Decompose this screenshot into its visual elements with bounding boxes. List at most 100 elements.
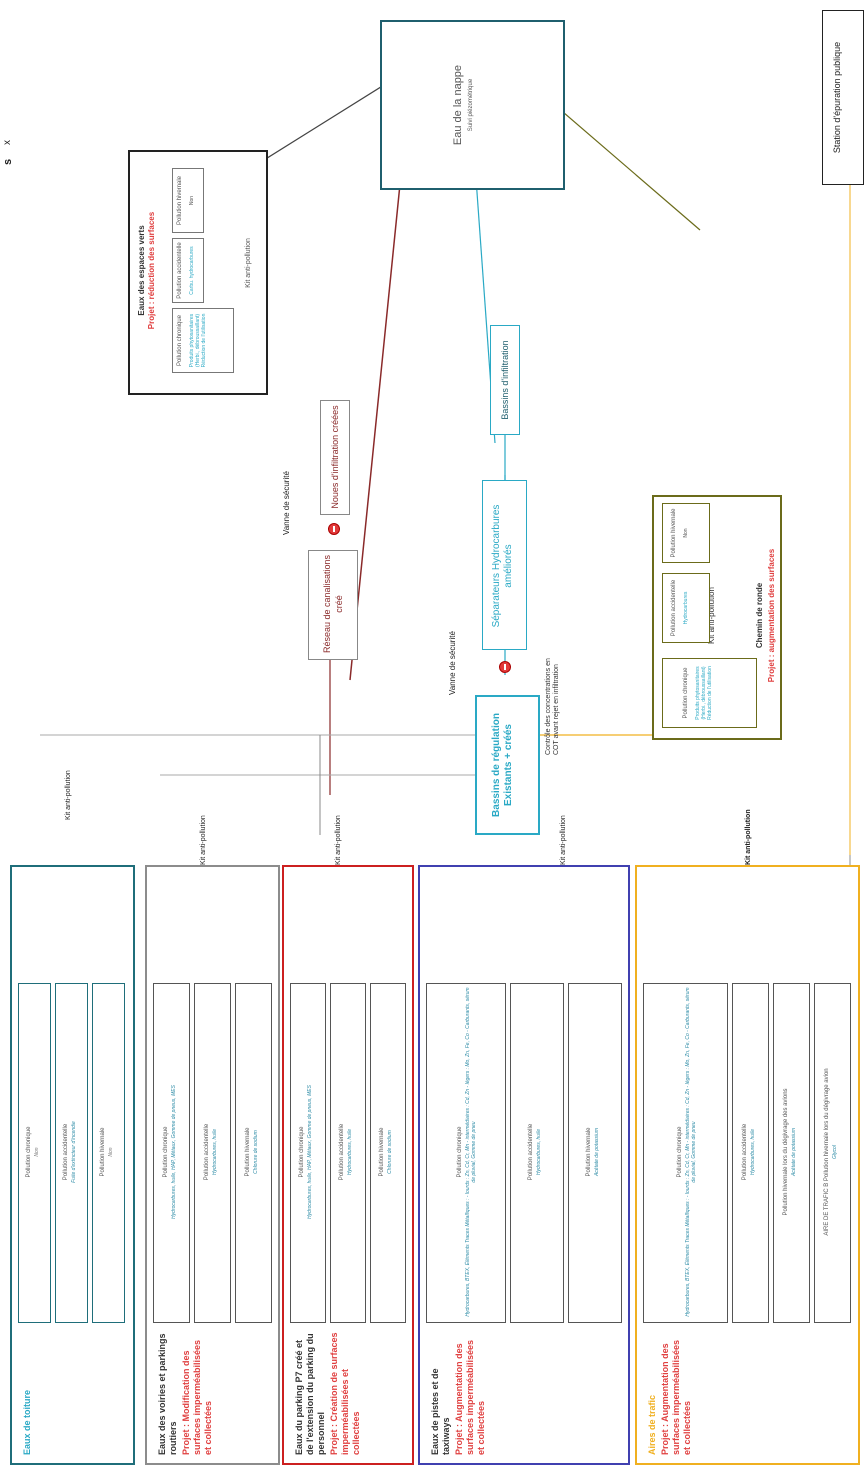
espaces-verts-kit: Kit anti-pollution (245, 238, 252, 288)
kit-trafic: Kit anti-pollution (745, 809, 752, 865)
separateurs-box: Séparateurs Hydrocarbures améliorés (482, 480, 527, 650)
chemin-chronique: Pollution chronique Produits phytosanita… (662, 658, 757, 728)
pollution-box: Pollution hivernale lors du dégivrage de… (773, 983, 810, 1323)
pollution-detail: Hydrocarbures, huile (749, 1128, 756, 1176)
espaces-verts-hivernale: Pollution hivernale Non (172, 168, 204, 233)
mark-x: x (2, 140, 13, 145)
noues-box: Noues d'infiltration créées (320, 400, 350, 515)
pollution-label: Pollution accidentelle (203, 1123, 210, 1181)
pollution-detail: Hydrocarbures, huile, HAP, Métaux, Gomme… (307, 1085, 313, 1219)
pollution-label: Pollution chronique (676, 1126, 683, 1178)
pollution-detail: Chlorure de sodium (387, 1130, 393, 1174)
source-project: Projet : Modification des surfaces imper… (181, 1339, 213, 1455)
espaces-verts-accidentelle: Pollution accidentelle Carbu. hydrocarbu… (172, 238, 204, 303)
separateurs-label: Séparateurs Hydrocarbures améliorés (491, 504, 514, 628)
espaces-verts-project: Projet : réduction des surfaces (147, 211, 156, 330)
reseau-box: Réseau de canalisations créé (308, 550, 358, 660)
pollution-detail: Non (107, 1147, 114, 1157)
source-project: Projet : Création de surfaces imperméabi… (329, 1332, 361, 1455)
espaces-verts-box: Eaux des espaces verts Projet : réductio… (128, 150, 268, 395)
source-title: Eaux de pistes et de taxiways (430, 1368, 451, 1455)
kit-parking: Kit anti-pollution (335, 815, 342, 865)
pollution-label: Pollution accidentelle (339, 1123, 345, 1181)
pollution-label: Pollution hivernale (99, 1127, 106, 1177)
kit-toiture: Kit anti-pollution (65, 770, 72, 820)
pollution-detail: Hydrocarbures, huile, HAP, Métaux, Gomme… (170, 1085, 177, 1219)
pollution-label: Pollution chronique (162, 1126, 169, 1178)
mark-s: s (2, 158, 14, 165)
pollution-label: Pollution accidentelle (528, 1123, 534, 1181)
pollution-detail: Acétate de potassium (594, 1127, 600, 1177)
pollution-detail: Glycol (831, 1145, 838, 1159)
source-title: Eaux de toiture (22, 1389, 32, 1455)
nappe-box: Eau de la nappe Suivi piézométrique (380, 20, 565, 190)
source-parking: Eaux du parking P7 créé et de l'extensio… (282, 865, 414, 1465)
pollution-detail: Chlorure de sodium (252, 1130, 259, 1174)
bassins-reg-label: Bassins de régulation Existants + créés (491, 713, 514, 817)
kit-pistes: Kit anti-pollution (560, 815, 567, 865)
reseau-label: Réseau de canalisations créé (322, 554, 344, 654)
chemin-box: Kit anti-pollution Pollution chronique P… (652, 495, 782, 740)
pollution-detail: Hydrocarbures, BTEX, Éléments Traces Mét… (465, 987, 477, 1317)
pollution-label: AIRE DE TRAFIC B Pollution hivernale lor… (823, 1068, 830, 1236)
pollution-detail: Hydrocarbures, huile (536, 1128, 542, 1176)
pollution-label: Pollution hivernale lors du dégivrage de… (782, 1088, 789, 1216)
pollution-detail: Hydrocarbures, huile (347, 1128, 353, 1176)
pollution-box: AIRE DE TRAFIC B Pollution hivernale lor… (814, 983, 851, 1323)
vanne-2-label: Vanne de sécurité (448, 631, 457, 695)
nappe-title: Eau de la nappe (452, 64, 464, 146)
pollution-label: Pollution hivernale (244, 1127, 251, 1177)
nappe-subtitle: Suivi piézométrique (468, 78, 474, 132)
noues-label: Noues d'infiltration créées (330, 405, 340, 509)
source-title: Eaux des voiries et parkings routiers (157, 1333, 178, 1455)
bassins-inf-label: Bassins d'infiltration (500, 340, 510, 420)
pollution-label: Pollution chronique (299, 1126, 305, 1178)
pollution-detail: Fuite d'extincteur d'incendie (70, 1121, 77, 1183)
source-project: Projet : Augmentation des surfaces imper… (454, 1339, 486, 1455)
source-title: Eaux du parking P7 créé et de l'extensio… (294, 1333, 326, 1455)
pollution-label: Pollution chronique (25, 1126, 32, 1178)
bassins-inf-box: Bassins d'infiltration (490, 325, 520, 435)
pollution-detail: Hydrocarbures, BTEX, Éléments Traces Mét… (684, 987, 697, 1317)
pollution-detail: Hydrocarbures, huile (211, 1128, 218, 1176)
pollution-label: Pollution hivernale (379, 1127, 385, 1177)
pollution-detail: Acétate de potassium (790, 1127, 797, 1177)
chemin-accidentelle: Pollution accidentelle Hydrocarbures (662, 573, 710, 643)
pollution-label: Pollution hivernale (586, 1127, 592, 1177)
bassins-reg-box: Bassins de régulation Existants + créés (475, 695, 540, 835)
stop-icon-1 (328, 523, 340, 535)
pollution-label: Pollution chronique (457, 1126, 463, 1178)
chemin-hivernale: Pollution hivernale Non (662, 503, 710, 563)
pollution-label: Pollution accidentelle (62, 1123, 69, 1181)
controle-note: Contrôle des concentrations en COT avant… (545, 658, 560, 755)
chemin-title: Chemin de ronde (755, 582, 764, 649)
vanne-1-label: Vanne de sécurité (282, 471, 291, 535)
kit-voiries: Kit anti-pollution (200, 815, 207, 865)
pollution-detail: Non (33, 1147, 40, 1157)
stop-icon-2 (499, 661, 511, 673)
source-title: Aires de trafic (647, 1394, 657, 1455)
pollution-label: Pollution accidentelle (741, 1123, 748, 1181)
source-project: Projet : Augmentation des surfaces imper… (660, 1339, 692, 1455)
chemin-project: Projet : augmentation des surfaces (767, 548, 776, 683)
station-box: Station d'épuration publique (822, 10, 864, 185)
